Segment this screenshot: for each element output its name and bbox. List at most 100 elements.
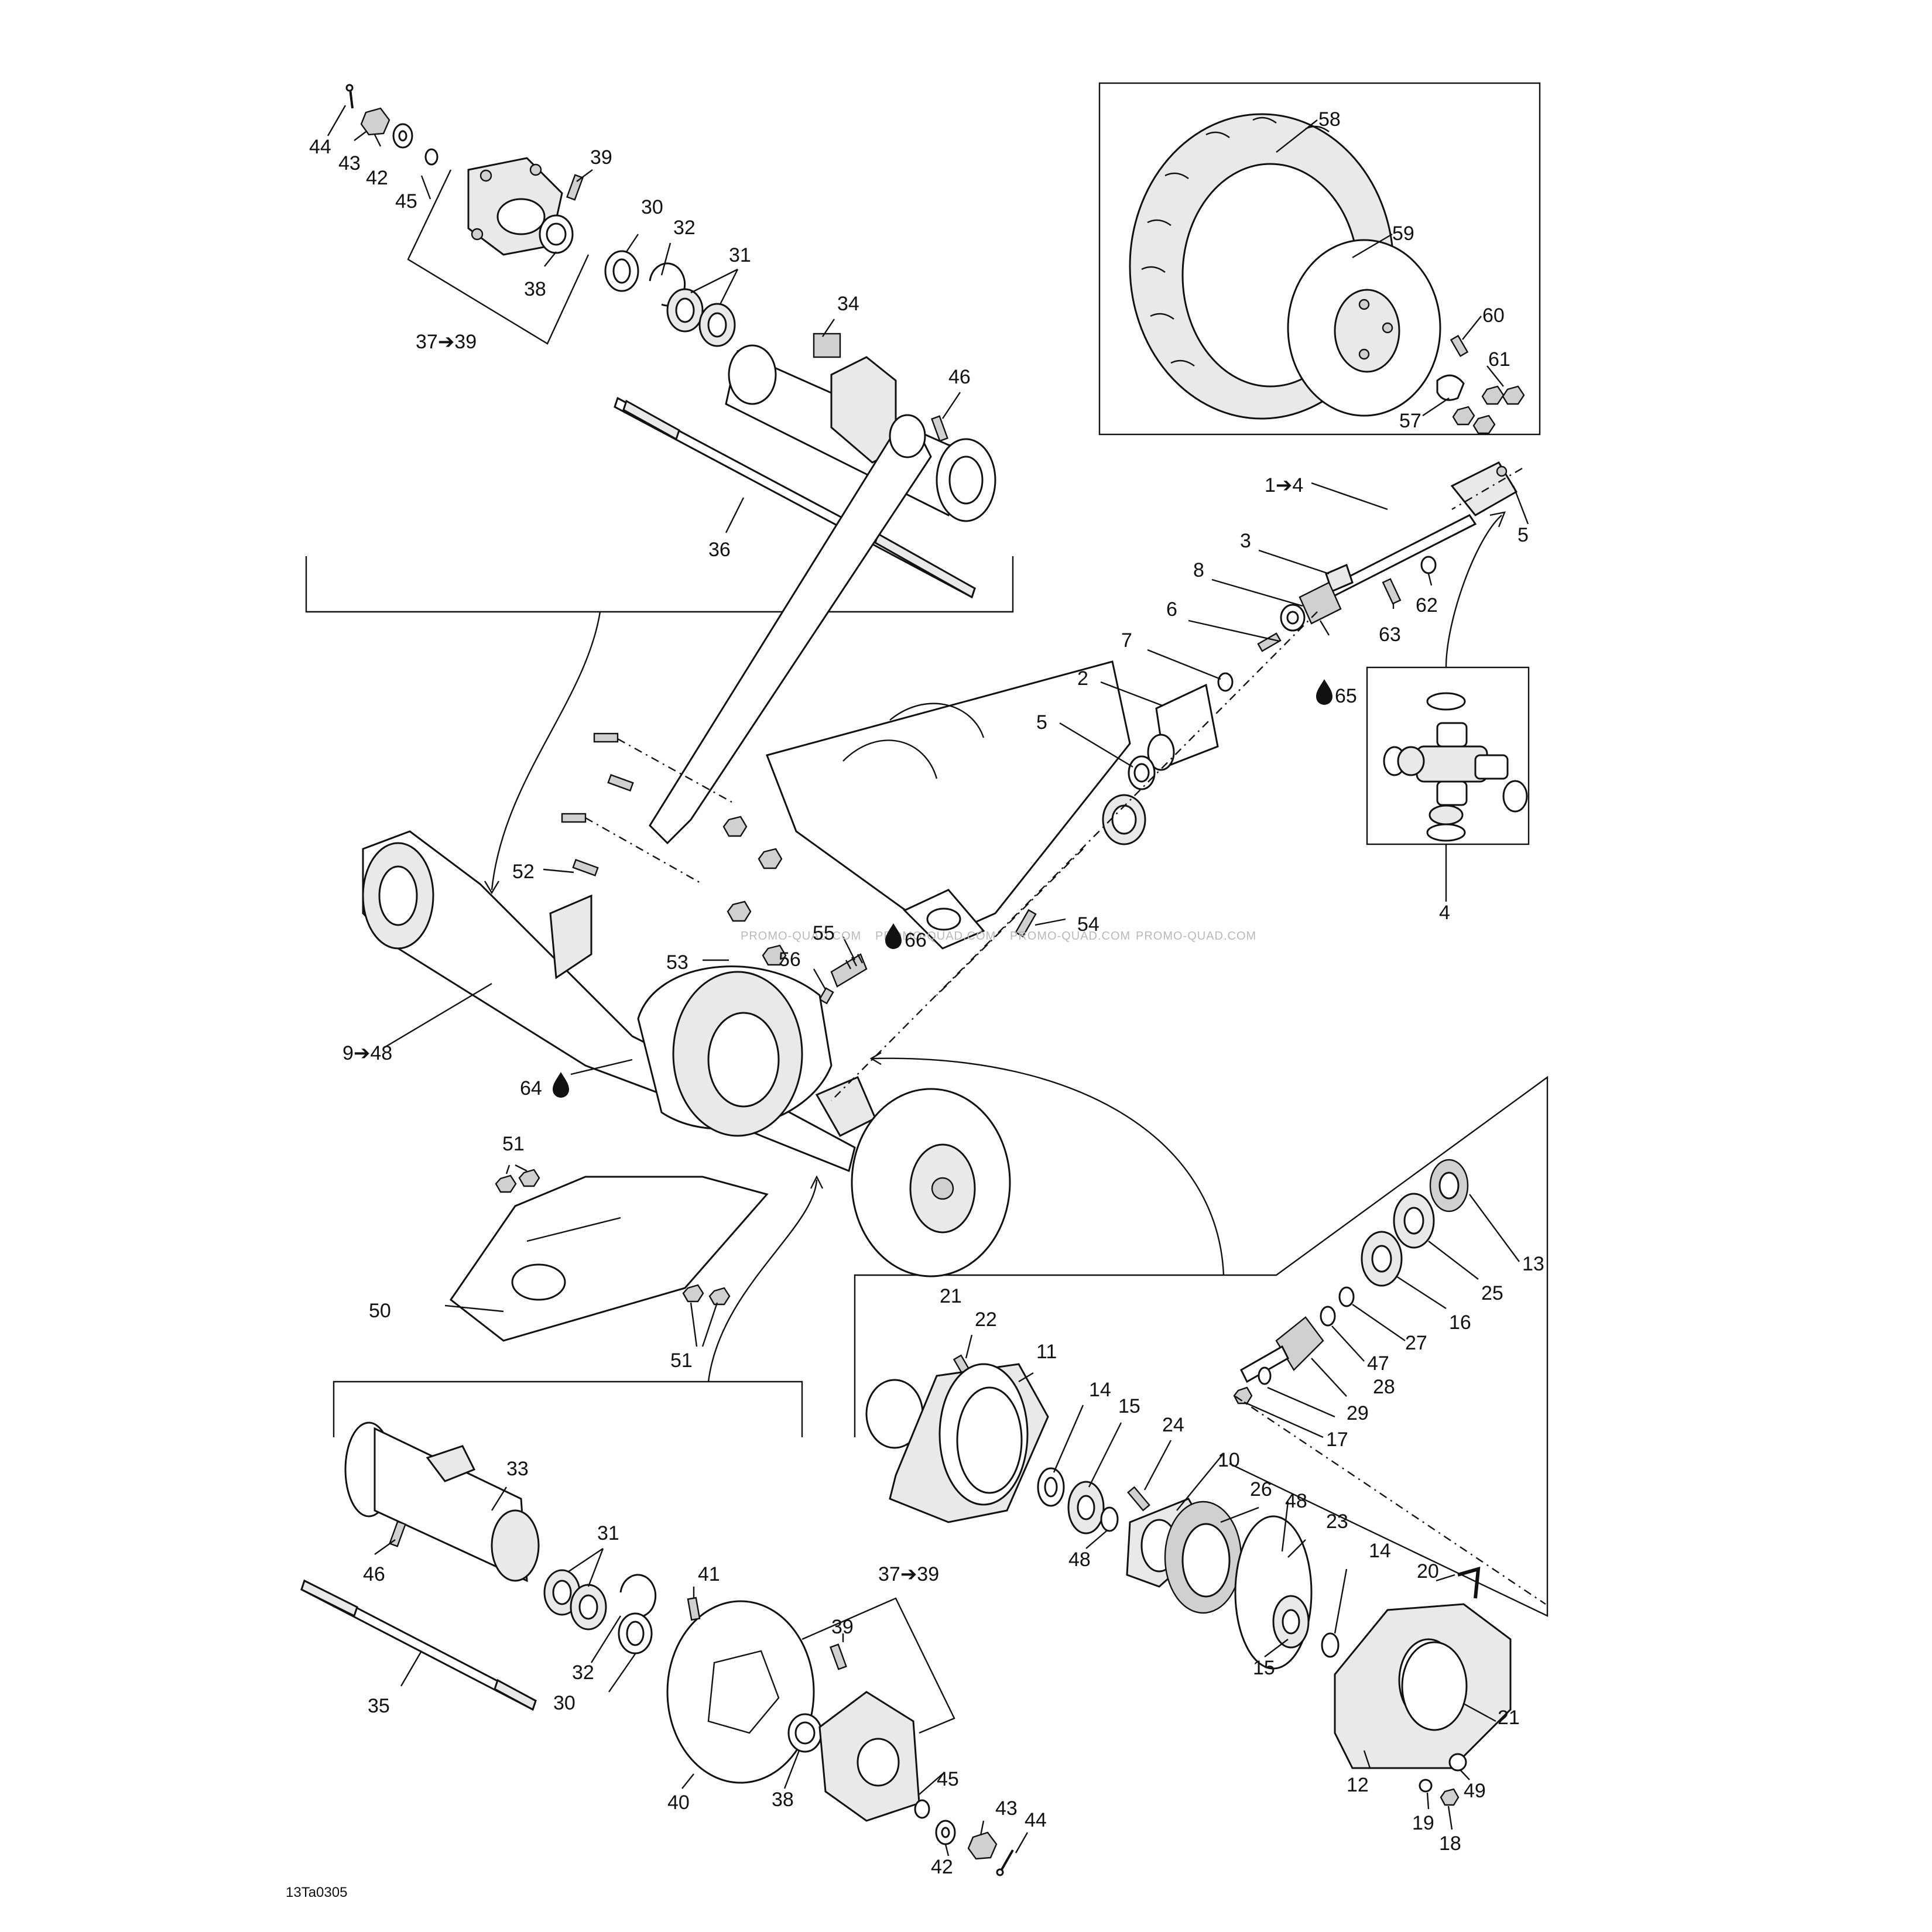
bolt-41 [687,1597,701,1621]
label-19: 19 [1412,1812,1434,1834]
rear-axle-housing [362,830,876,1173]
label-1-4: 1➔4 [1265,474,1303,496]
wheel-inset-frame [1098,82,1541,436]
label-21-top: 21 [940,1285,962,1307]
oil-drop-icon-65 [1316,679,1332,705]
label-51-top: 51 [502,1133,525,1155]
oil-drop-icon-64 [553,1072,569,1098]
nuts-53 [722,816,787,966]
label-59: 59 [1392,222,1414,245]
universal-joint-inset-frame [1366,666,1530,845]
label-26: 26 [1250,1478,1272,1501]
ujoint-rings [1383,692,1528,842]
wheel-hub-top [467,157,563,256]
label-17: 17 [1326,1429,1348,1451]
label-51-bottom: 51 [670,1349,693,1372]
nut-17 [1233,1386,1253,1405]
label-61: 61 [1488,348,1510,371]
bolt-54 [1015,909,1037,938]
ujoint-cross [1416,722,1509,806]
plug-49 [1448,1753,1467,1772]
axle-shaft-35-bottom [300,1579,537,1711]
label-27: 27 [1405,1332,1427,1354]
bearings-31-bottom [543,1569,607,1630]
coupler-2 [1147,683,1219,771]
washer-42-bottom [935,1820,956,1845]
bearing-25 [1393,1193,1435,1249]
label-31-bottom: 31 [597,1522,619,1544]
plug-19 [1419,1779,1433,1793]
swing-arm-bolts-52 [561,732,732,885]
label-58: 58 [1318,108,1341,131]
label-42-top: 42 [366,167,388,189]
label-42-bottom: 42 [931,1856,953,1878]
nut-43-bottom [967,1831,998,1860]
seal-14-left [1037,1467,1065,1507]
hub-stud-39-bottom [830,1643,847,1670]
brake-disc-hub-rear [851,1088,1011,1277]
label-57: 57 [1399,410,1421,432]
label-9-48: 9➔48 [342,1042,392,1064]
label-46-bottom: 46 [363,1563,385,1585]
swing-arm [649,414,1146,950]
bolt-24 [1127,1486,1150,1512]
label-33: 33 [506,1458,529,1480]
label-4: 4 [1439,902,1450,924]
watermark-text-3: PROMO-QUAD.COM [1010,930,1131,943]
label-30-top: 30 [641,196,663,218]
label-48-right: 48 [1285,1490,1307,1512]
label-15-right: 15 [1253,1657,1275,1679]
label-43-bottom: 43 [995,1797,1018,1820]
label-34: 34 [837,293,859,315]
label-32-bottom: 32 [572,1662,594,1684]
bolt-7 [1257,632,1282,652]
diagram-code: 13Ta0305 [286,1885,347,1900]
spacer-ring-top [424,148,439,166]
ring-gear-26 [1164,1501,1242,1614]
spacer-45-bottom [914,1799,930,1819]
label-18: 18 [1439,1832,1461,1855]
washer-62 [1420,556,1437,574]
label-28: 28 [1373,1376,1395,1398]
brake-disc-40 [666,1600,815,1784]
bearings-31-top [666,288,736,347]
wheel-hub-bottom [818,1691,920,1822]
washer-top [392,123,413,149]
hub-stud-top [566,174,584,201]
seal-30-top [604,250,639,292]
label-24: 24 [1162,1414,1184,1436]
sleeve-6 [1280,604,1306,632]
diff-housing-11 [889,1363,1049,1523]
seal-5 [1128,755,1156,790]
label-66: 66 [905,929,927,951]
label-45-top: 45 [395,190,417,213]
label-64: 64 [520,1077,542,1099]
bolts-51 [495,1169,731,1306]
label-46-top: 46 [948,366,971,388]
label-21-bottom: 21 [1498,1707,1520,1729]
label-15-left: 15 [1118,1395,1140,1417]
spring-8 [1299,581,1342,625]
plug-18 [1440,1788,1460,1806]
label-22: 22 [975,1308,997,1331]
seal-top [539,214,574,254]
label-62: 62 [1416,594,1438,616]
label-60: 60 [1482,304,1505,327]
label-5-top: 5 [1517,524,1529,546]
bearing-15-right [1272,1595,1310,1649]
label-13: 13 [1522,1253,1544,1275]
label-12: 12 [1347,1774,1369,1796]
label-39-top: 39 [590,146,612,169]
bearing-16 [1361,1231,1403,1287]
breather-55-56 [818,953,868,1005]
seal-30-bottom [618,1612,653,1654]
ring-7 [1217,672,1234,692]
label-56: 56 [779,948,801,971]
watermark-text-4: PROMO-QUAD.COM [1136,930,1256,943]
label-44-top: 44 [309,136,331,158]
label-11: 11 [1036,1341,1057,1363]
leader-lines [327,105,1529,1856]
wheel-nuts [1452,385,1525,434]
label-32-top: 32 [673,217,696,239]
